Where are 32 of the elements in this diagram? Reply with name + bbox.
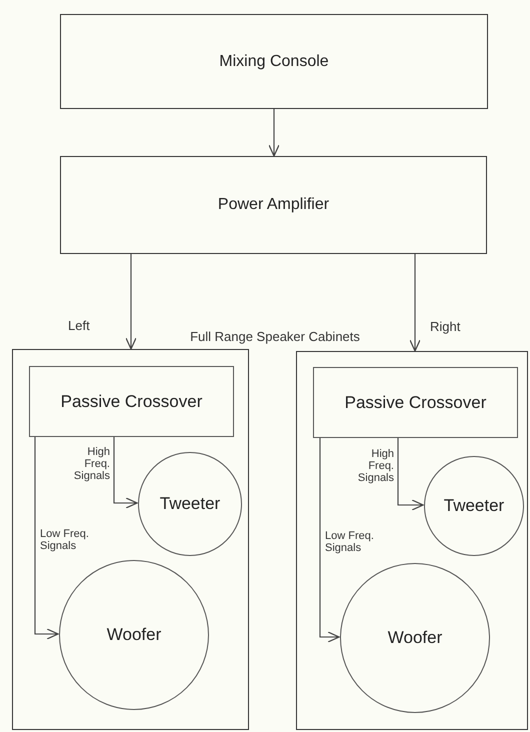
edge-label: Low Freq. Signals	[325, 530, 375, 554]
speaker-circle	[138, 452, 242, 556]
caption-label: Full Range Speaker Cabinets	[189, 329, 361, 344]
arrow	[397, 437, 424, 511]
node-label: Woofer	[106, 625, 162, 645]
node-label: Passive Crossover	[344, 392, 486, 412]
arrow	[319, 437, 340, 643]
arrow	[34, 436, 59, 640]
speaker-circle	[340, 563, 490, 713]
edge-label: Low Freq. Signals	[40, 528, 90, 552]
node-label: Tweeter	[444, 496, 504, 516]
process-box	[60, 14, 488, 109]
edge-label: Left	[68, 318, 91, 333]
speaker-cabinet-box	[296, 351, 528, 730]
node-label: Passive Crossover	[60, 392, 202, 412]
process-box	[60, 156, 487, 254]
arrow	[113, 436, 138, 509]
edge-label: High Freq. Signals	[356, 448, 394, 484]
edge-label: Right	[430, 319, 462, 334]
crossover-box	[29, 366, 234, 437]
speaker-cabinet-box	[12, 349, 249, 730]
node-label: Power Amplifier	[218, 196, 330, 214]
crossover-box	[313, 367, 518, 438]
arrow	[125, 254, 137, 350]
node-label: Tweeter	[160, 494, 220, 514]
edge-label: High Freq. Signals	[72, 446, 110, 482]
arrow	[268, 109, 280, 157]
speaker-circle	[59, 560, 209, 710]
arrow	[409, 254, 421, 352]
speaker-circle	[424, 456, 524, 556]
node-label: Woofer	[388, 628, 442, 648]
node-label: Mixing Console	[219, 52, 329, 70]
